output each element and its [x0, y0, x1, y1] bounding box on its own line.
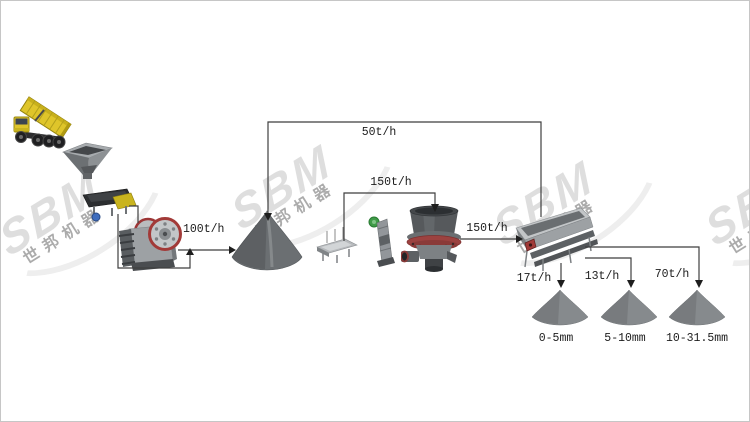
flow-label-screen-return: 50t/h [361, 126, 397, 139]
watermark-chinese-text: 世邦机器 [725, 192, 750, 258]
vibrating-feeder [82, 188, 137, 222]
flow-label-out-coarse: 70t/h [654, 268, 690, 281]
product-label-coarse: 10-31.5mm [665, 332, 729, 345]
cone-crusher [401, 205, 462, 272]
product-pile-coarse [668, 289, 726, 326]
jaw-crusher [118, 217, 182, 271]
product-label-mid: 5-10mm [604, 332, 646, 345]
flow-label-out-mid: 13t/h [584, 270, 620, 283]
hopper [61, 142, 114, 179]
product-pile-mid [600, 289, 658, 326]
dump-truck [13, 96, 72, 149]
watermark-far-right: SBM 世邦机器 [696, 148, 750, 262]
flow-label-cone-to-screen: 150t/h [466, 222, 508, 235]
product-label-fine: 0-5mm [538, 332, 574, 345]
flow-label-out-fine: 17t/h [516, 272, 552, 285]
product-pile-fine [531, 289, 589, 326]
stockpile [231, 210, 303, 271]
flow-label-jaw-to-stockpile: 100t/h [183, 223, 225, 236]
flow-label-stockpile-to-cone: 150t/h [370, 176, 412, 189]
watermark-brand-text: SBM [698, 148, 750, 257]
conveyor-elevator [368, 216, 395, 267]
feeder-under-stockpile [316, 227, 358, 263]
vibrating-screen [515, 207, 598, 271]
